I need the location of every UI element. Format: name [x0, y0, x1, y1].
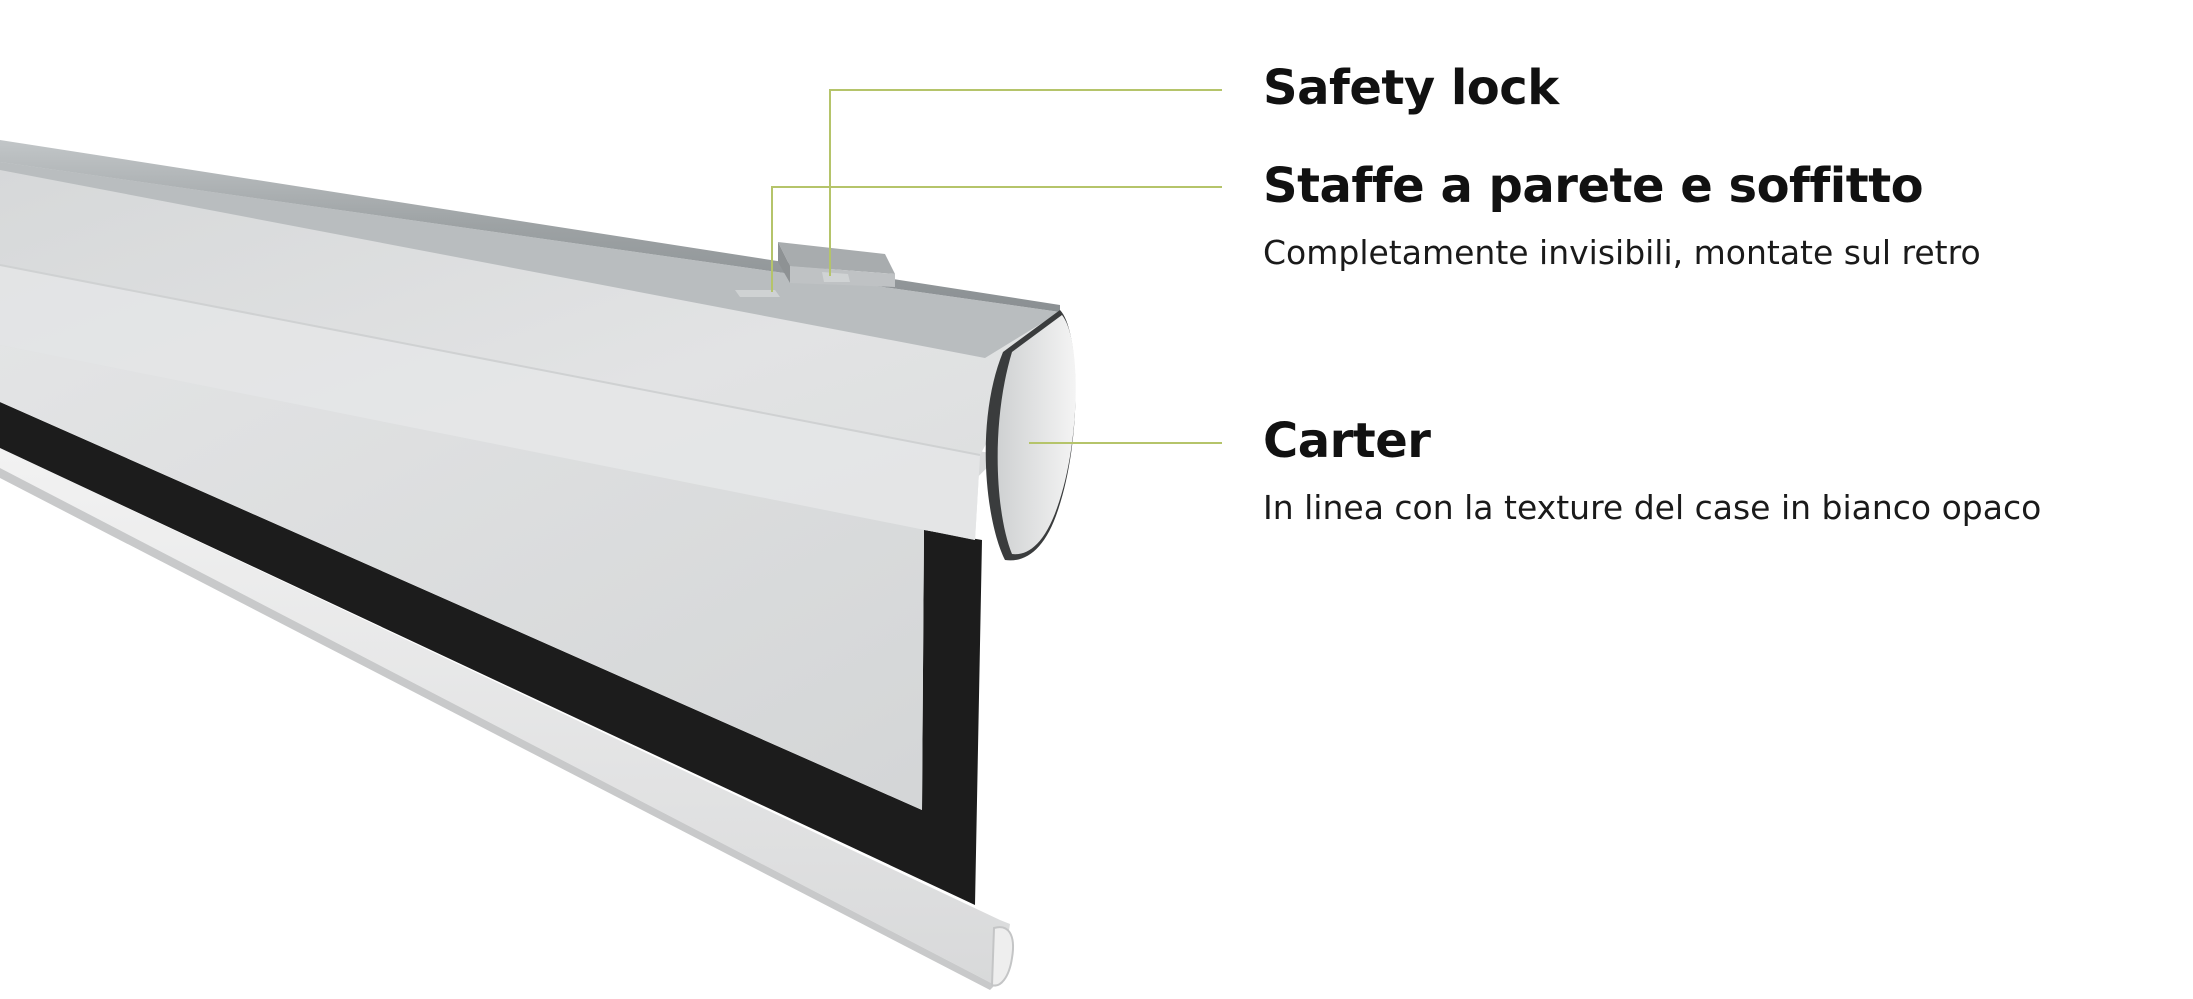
label-staffe: Staffe a parete e soffitto Completamente…	[1263, 162, 1981, 269]
screen-black-border	[0, 402, 982, 905]
leader-line-staffe	[771, 186, 1222, 292]
carter-description: In linea con la texture del case in bian…	[1263, 488, 2042, 527]
screen-surface	[0, 265, 1000, 810]
staffe-description: Completamente invisibili, montate sul re…	[1263, 233, 1981, 272]
carter-title: Carter	[1263, 413, 1431, 469]
carter-end-cap	[985, 310, 1076, 561]
label-safety-lock: Safety lock	[1263, 64, 1559, 112]
leader-lines	[771, 89, 1222, 444]
case-body	[0, 160, 1060, 540]
safety-lock-title: Safety lock	[1263, 60, 1559, 116]
bottom-bar	[0, 448, 1014, 990]
bracket-safety-lock	[735, 242, 895, 297]
leader-line-safety-lock	[829, 89, 1222, 276]
label-carter: Carter In linea con la texture del case …	[1263, 417, 2041, 524]
staffe-title: Staffe a parete e soffitto	[1263, 158, 1924, 214]
